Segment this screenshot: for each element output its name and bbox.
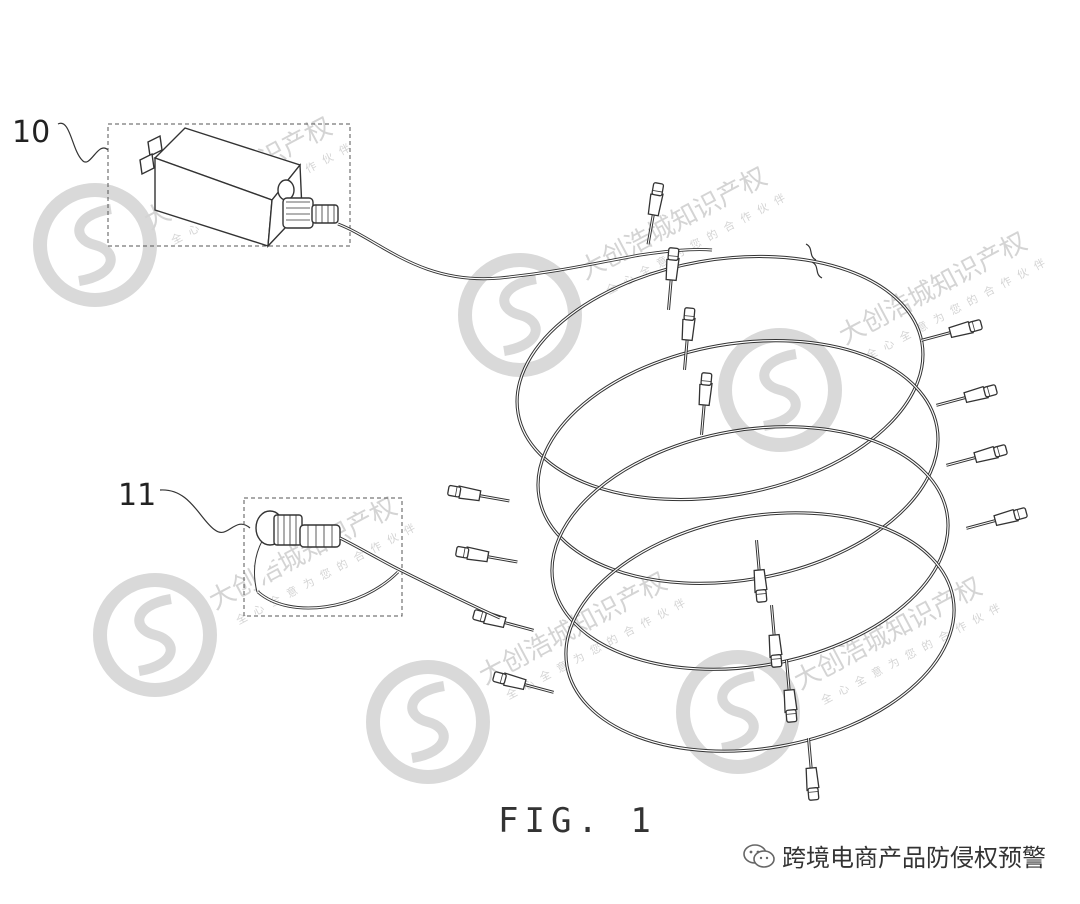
leader-line-11 bbox=[159, 489, 251, 533]
bulb-socket bbox=[681, 307, 696, 370]
bulb-socket bbox=[753, 540, 768, 603]
connector-dashed-box bbox=[243, 497, 403, 617]
bulb-socket bbox=[455, 545, 518, 564]
power-adapter bbox=[139, 127, 339, 248]
watermark-logo bbox=[458, 253, 582, 377]
watermark-logo bbox=[33, 183, 157, 307]
adapter-dashed-box bbox=[107, 123, 351, 247]
bulb-socket bbox=[447, 484, 510, 503]
account-credit: 跨境电商产品防侵权预警 bbox=[742, 838, 1046, 873]
bulb-socket bbox=[805, 738, 820, 801]
watermark-logo bbox=[93, 573, 217, 697]
bulb-socket bbox=[698, 372, 713, 435]
watermark-logo bbox=[366, 660, 490, 784]
leader-line-10 bbox=[57, 122, 109, 163]
watermark-logo bbox=[718, 328, 842, 452]
ref-numeral-10: 10 bbox=[12, 115, 50, 150]
bulb-socket bbox=[646, 182, 665, 245]
bulb-socket bbox=[783, 660, 798, 723]
ref-numeral-11: 11 bbox=[118, 478, 156, 513]
bulb-socket bbox=[935, 384, 998, 407]
break-mark bbox=[805, 243, 823, 279]
credit-text: 跨境电商产品防侵权预警 bbox=[782, 844, 1046, 872]
bulb-socket bbox=[472, 609, 535, 632]
bulb-socket bbox=[768, 605, 783, 668]
bulb-socket bbox=[965, 507, 1028, 530]
bulb-socket bbox=[945, 444, 1008, 467]
figure-caption: FIG. 1 bbox=[498, 801, 657, 841]
bulb-socket bbox=[492, 671, 555, 694]
bulb-socket bbox=[665, 247, 680, 310]
bulb-sockets bbox=[447, 182, 1028, 801]
bulb-socket bbox=[920, 319, 983, 342]
wechat-icon bbox=[743, 843, 775, 868]
end-connector bbox=[254, 510, 341, 593]
